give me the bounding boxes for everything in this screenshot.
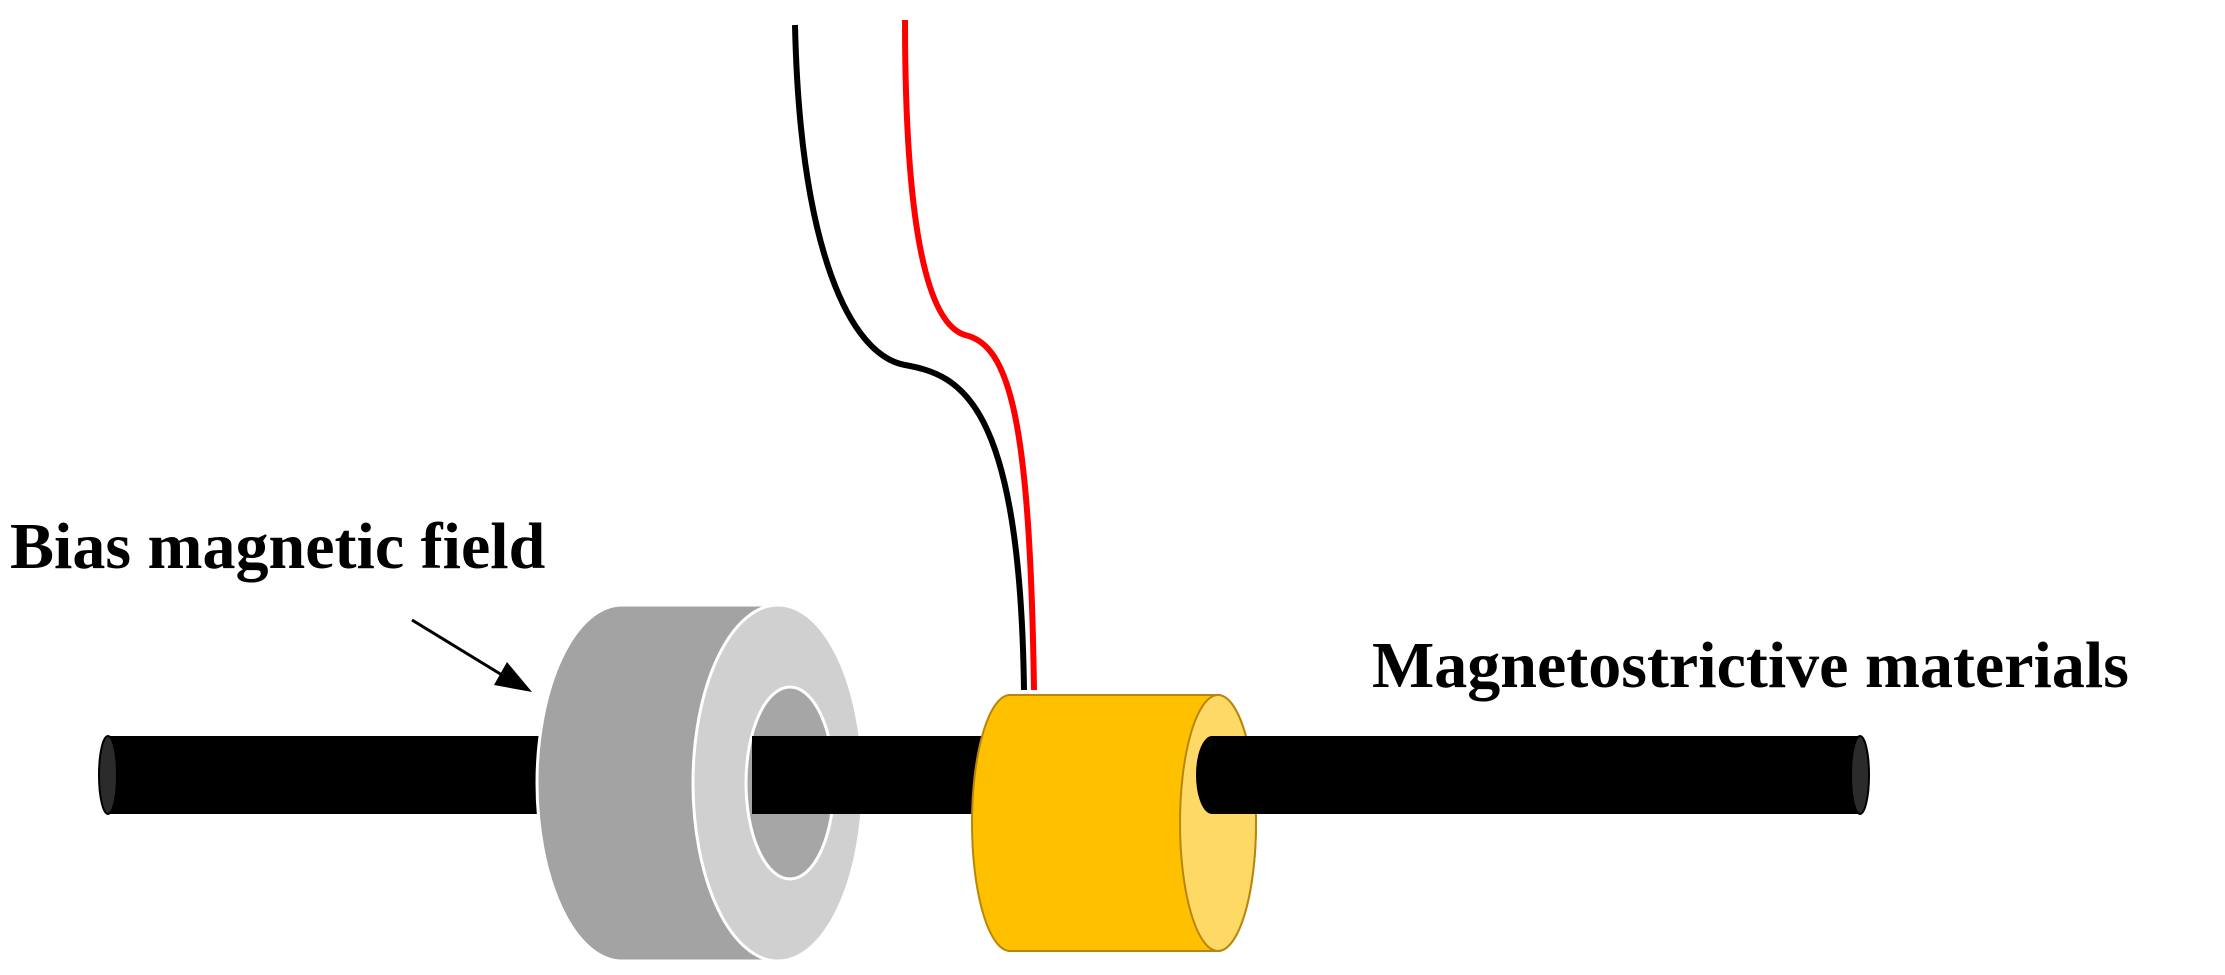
rod-middle-segment xyxy=(752,736,992,814)
rod-right-segment xyxy=(1196,735,1870,815)
coil-lead-wires xyxy=(792,19,1037,691)
rod-right-end-cap xyxy=(1850,735,1870,815)
rod-left-segment xyxy=(98,735,540,815)
bias-magnet xyxy=(535,603,865,963)
bias-annotation-arrow xyxy=(411,618,532,692)
bias-magnetic-field-label: Bias magnetic field xyxy=(10,510,545,583)
magnetostrictive-materials-label: Magnetostrictive materials xyxy=(1372,629,2129,702)
wire-red xyxy=(902,19,1037,691)
coil xyxy=(971,694,1257,952)
arrowhead-icon xyxy=(494,662,532,692)
coil-front-face xyxy=(1179,694,1257,952)
rod-left-end-cap xyxy=(98,735,118,815)
wire-black xyxy=(792,24,1027,691)
